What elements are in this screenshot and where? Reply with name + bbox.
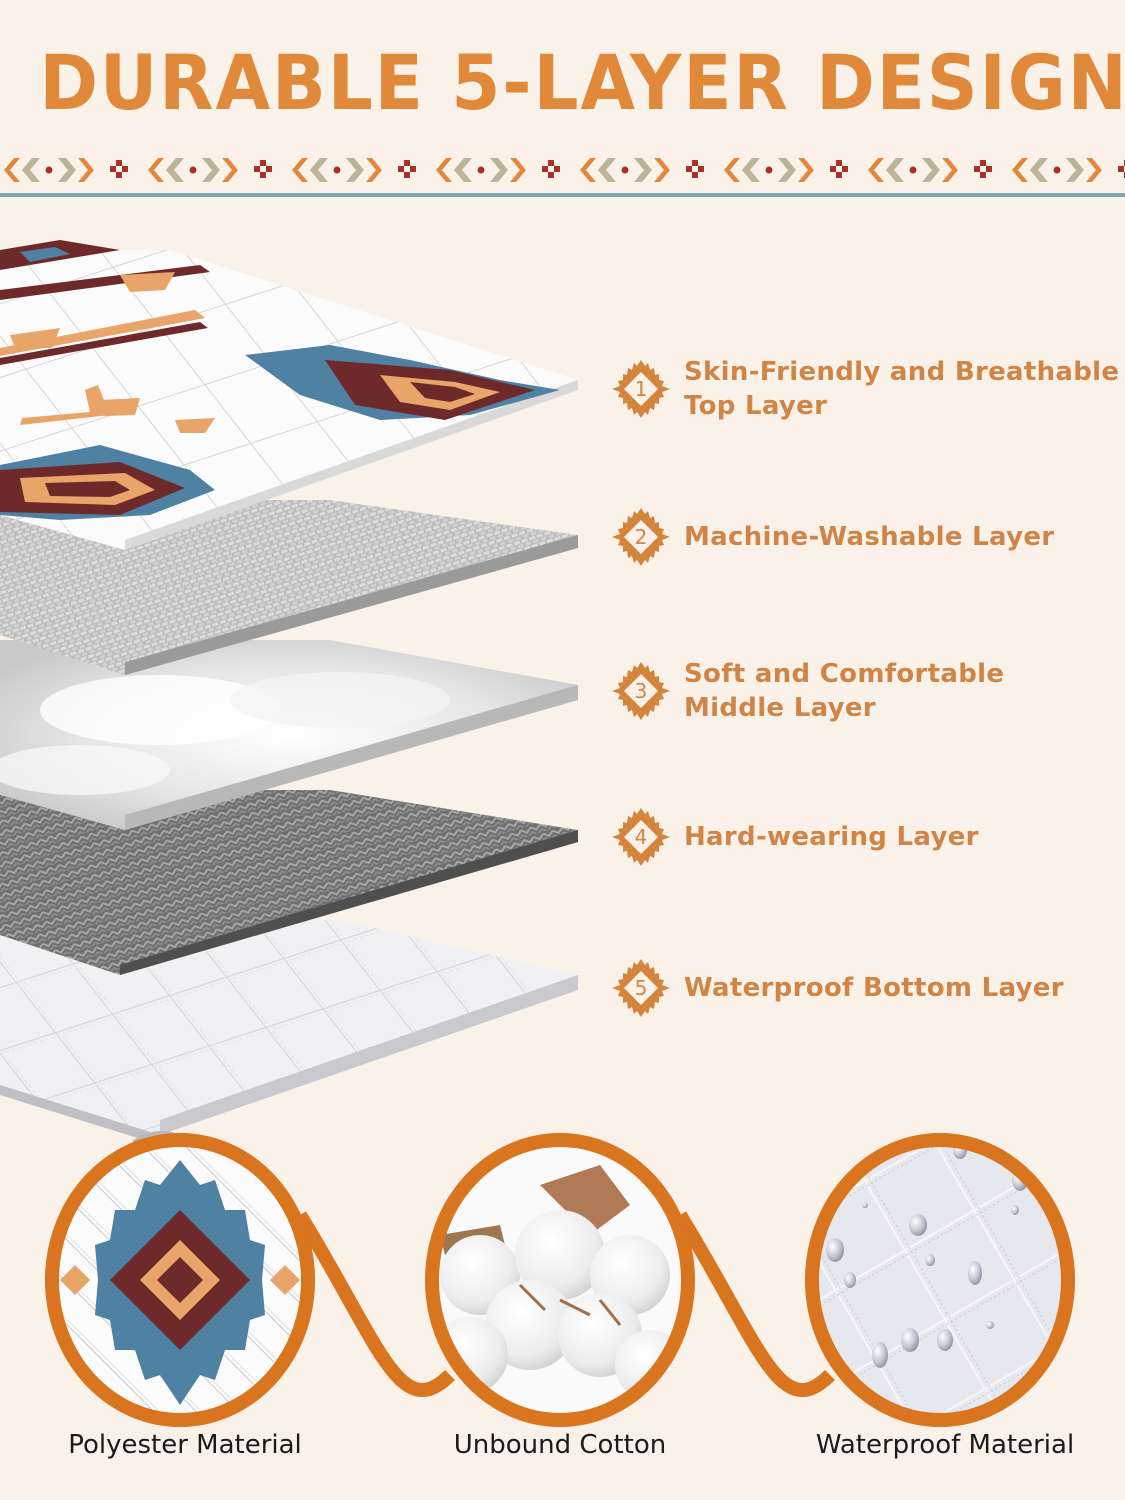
layer-5-waterproof bbox=[0, 920, 578, 1145]
materials-ribbon-illustration bbox=[45, 1130, 1075, 1427]
badge-number: 2 bbox=[634, 525, 648, 549]
badge-number: 5 bbox=[634, 976, 648, 1000]
layer-stack-illustration bbox=[0, 240, 578, 1145]
caption-waterproof-material: Waterproof Material bbox=[815, 1430, 1075, 1460]
tribal-border-decoration bbox=[4, 158, 1125, 182]
badge-number: 4 bbox=[634, 825, 648, 849]
layer-label: Skin-Friendly and Breathable Top Layer bbox=[684, 357, 1120, 421]
layer-label: Soft and Comfortable Middle Layer bbox=[684, 659, 1005, 723]
aztec-diamond-badge-icon: 1 bbox=[610, 358, 672, 420]
aztec-diamond-badge-icon: 4 bbox=[610, 806, 672, 868]
aztec-diamond-badge-icon: 2 bbox=[610, 506, 672, 568]
badge-number: 1 bbox=[634, 377, 648, 401]
layer-4-hardwearing bbox=[0, 790, 578, 975]
layer-item-2: 2 Machine-Washable Layer bbox=[610, 506, 1054, 568]
layer-item-1: 1 Skin-Friendly and Breathable Top Layer bbox=[610, 355, 1119, 423]
caption-polyester-material: Polyester Material bbox=[68, 1430, 302, 1460]
layer-label: Waterproof Bottom Layer bbox=[684, 973, 1064, 1003]
unbound-cotton-image bbox=[432, 1140, 688, 1420]
layer-1-aztec-top bbox=[0, 240, 578, 550]
aztec-diamond-badge-icon: 5 bbox=[610, 957, 672, 1019]
layer-label: Machine-Washable Layer bbox=[684, 522, 1055, 552]
layer-item-5: 5 Waterproof Bottom Layer bbox=[610, 957, 1064, 1019]
layer-label: Hard-wearing Layer bbox=[684, 822, 979, 852]
layer-3-cotton bbox=[0, 640, 578, 830]
polyester-material-image bbox=[52, 1140, 308, 1420]
page-title: DURABLE 5-LAYER DESIGN bbox=[39, 38, 1125, 127]
caption-unbound-cotton: Unbound Cotton bbox=[453, 1430, 667, 1460]
layer-item-4: 4 Hard-wearing Layer bbox=[610, 806, 979, 868]
layer-2-mesh bbox=[0, 500, 578, 675]
teal-divider bbox=[0, 193, 1125, 197]
waterproof-material-image bbox=[812, 1140, 1068, 1420]
layer-item-3: 3 Soft and Comfortable Middle Layer bbox=[610, 657, 1004, 725]
aztec-diamond-badge-icon: 3 bbox=[610, 660, 672, 722]
badge-number: 3 bbox=[634, 679, 648, 703]
